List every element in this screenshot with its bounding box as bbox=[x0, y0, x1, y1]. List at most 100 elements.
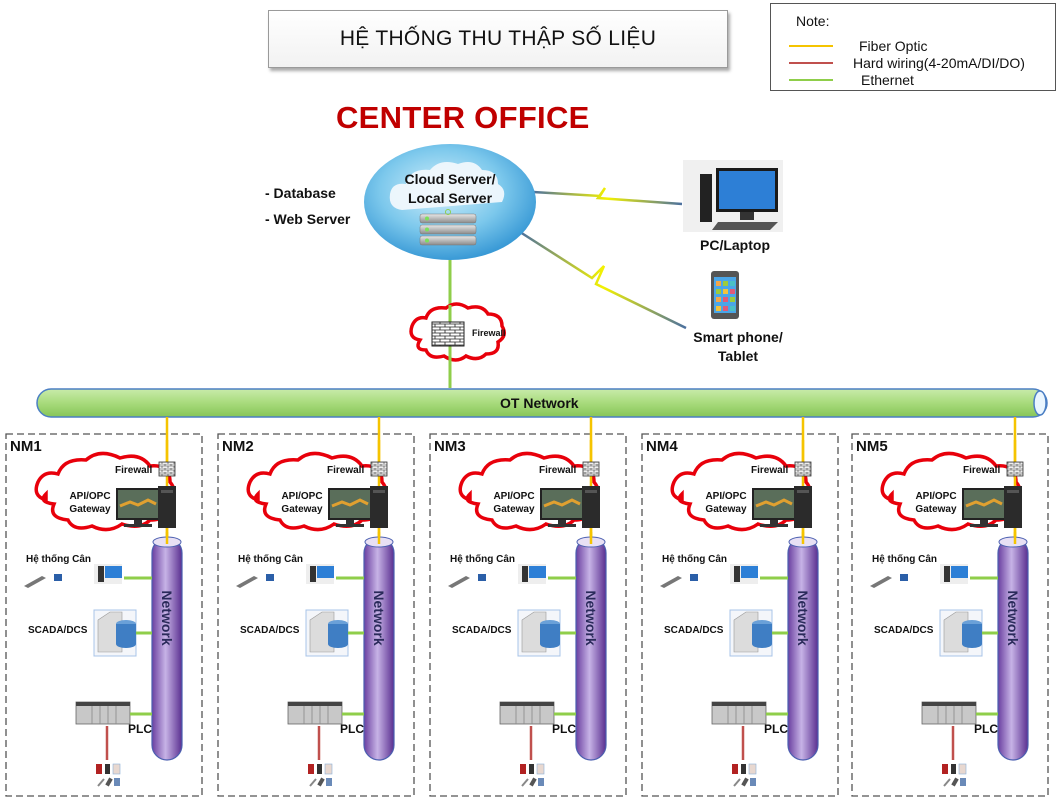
scale-indicator-icon bbox=[690, 574, 698, 581]
network-pipe-label: Network bbox=[371, 590, 387, 646]
smartphone-label-line2: Tablet bbox=[717, 348, 759, 364]
network-pipe bbox=[997, 537, 1029, 761]
plant-boundary bbox=[851, 433, 1049, 797]
gateway-tower-icon bbox=[582, 486, 600, 528]
scada-label: SCADA/DCS bbox=[28, 625, 88, 636]
gateway-label-line2: Gateway bbox=[281, 504, 323, 515]
field-sensor-icon bbox=[741, 777, 749, 787]
legend-label: Ethernet bbox=[861, 72, 914, 88]
ethernet-line-swatch bbox=[789, 79, 833, 81]
field-sensor-icon bbox=[324, 763, 333, 775]
plant-block-nm1 bbox=[5, 417, 203, 797]
plant-firewall-label: Firewall bbox=[327, 465, 365, 476]
field-sensor-icon bbox=[951, 764, 956, 774]
firewall-icon bbox=[431, 321, 465, 347]
field-sensor-icon bbox=[958, 763, 967, 775]
legend-title: Note: bbox=[796, 13, 830, 29]
ot-network-label: OT Network bbox=[500, 395, 579, 411]
plant-block-nm5 bbox=[851, 417, 1049, 797]
plant-name: NM5 bbox=[856, 438, 888, 455]
plc-label: PLC bbox=[340, 722, 364, 736]
wireless-link-phone bbox=[519, 230, 687, 330]
scada-label: SCADA/DCS bbox=[874, 625, 934, 636]
scale-indicator-icon bbox=[900, 574, 908, 581]
smartphone-label-line1: Smart phone/ bbox=[693, 329, 783, 345]
cloud-server-node bbox=[364, 144, 536, 260]
network-pipe bbox=[787, 537, 819, 761]
legend-label: Hard wiring(4-20mA/DI/DO) bbox=[853, 55, 1025, 71]
scale-indicator-icon bbox=[478, 574, 486, 581]
gateway-label-line2: Gateway bbox=[705, 504, 747, 515]
scale-system-label: Hệ thống Cân bbox=[450, 554, 515, 565]
field-sensor-icon bbox=[538, 778, 544, 786]
firewall-icon bbox=[1006, 461, 1024, 477]
weighbridge-icon bbox=[870, 576, 892, 588]
cloud-server-label: Cloud Server/ Local Server bbox=[404, 170, 496, 208]
gateway-tower-icon bbox=[1004, 486, 1022, 528]
wireless-link-pc bbox=[532, 187, 683, 206]
field-sensor-icon bbox=[317, 764, 322, 774]
weighbridge-icon bbox=[24, 576, 46, 588]
service-web-server: - Web Server bbox=[265, 211, 351, 227]
field-sensor-icon bbox=[951, 777, 959, 787]
plant-boundary bbox=[5, 433, 203, 797]
plc-label: PLC bbox=[764, 722, 788, 736]
field-sensor-icon bbox=[112, 763, 121, 775]
gateway-tower-icon bbox=[370, 486, 388, 528]
field-sensor-icon bbox=[960, 778, 966, 786]
legend-box: Note: Fiber Optic Hard wiring(4-20mA/DI/… bbox=[770, 3, 1056, 91]
server-rack-icon bbox=[419, 209, 477, 246]
legend-item-ethernet: Ethernet bbox=[789, 72, 914, 88]
plc-label: PLC bbox=[552, 722, 576, 736]
smartphone-label: Smart phone/ Tablet bbox=[688, 328, 788, 366]
hardwiring-line-swatch bbox=[789, 62, 833, 64]
network-pipe-label: Network bbox=[795, 590, 811, 646]
legend-item-hardwiring: Hard wiring(4-20mA/DI/DO) bbox=[789, 55, 1025, 71]
plant-firewall-label: Firewall bbox=[115, 465, 153, 476]
field-sensor-icon bbox=[105, 777, 113, 787]
weighbridge-icon bbox=[660, 576, 682, 588]
network-pipe-label: Network bbox=[583, 590, 599, 646]
gateway-label: API/OPC Gateway bbox=[280, 490, 324, 516]
plant-block-nm4 bbox=[641, 417, 839, 797]
plant-block-nm2 bbox=[217, 417, 415, 797]
field-sensor-icon bbox=[732, 764, 738, 774]
plant-block-nm3 bbox=[429, 417, 627, 797]
scada-label: SCADA/DCS bbox=[664, 625, 724, 636]
scada-label: SCADA/DCS bbox=[452, 625, 512, 636]
scada-label: SCADA/DCS bbox=[240, 625, 300, 636]
field-sensor-icon bbox=[536, 763, 545, 775]
legend-label: Fiber Optic bbox=[859, 38, 928, 54]
field-sensor-icon bbox=[317, 777, 325, 787]
gateway-label-line1: API/OPC bbox=[705, 491, 747, 502]
field-sensor-icon bbox=[943, 778, 951, 787]
center-firewall-label: Firewall bbox=[472, 328, 506, 338]
diagram-title-text: HỆ THỐNG THU THẬP SỐ LIỆU bbox=[339, 27, 657, 50]
gateway-tower-icon bbox=[794, 486, 812, 528]
field-sensor-icon bbox=[748, 763, 757, 775]
plant-firewall-label: Firewall bbox=[963, 465, 1001, 476]
gateway-label: API/OPC Gateway bbox=[704, 490, 748, 516]
plant-firewall-label: Firewall bbox=[751, 465, 789, 476]
scale-indicator-icon bbox=[54, 574, 62, 581]
scale-system-label: Hệ thống Cân bbox=[238, 554, 303, 565]
network-pipe-label: Network bbox=[1005, 590, 1021, 646]
field-sensor-icon bbox=[741, 764, 746, 774]
gateway-label-line1: API/OPC bbox=[281, 491, 323, 502]
field-sensor-icon bbox=[326, 778, 332, 786]
firewall-icon bbox=[158, 461, 176, 477]
gateway-label-line1: API/OPC bbox=[915, 491, 957, 502]
cloud-server-label-line2: Local Server bbox=[407, 190, 493, 206]
field-sensor-icon bbox=[529, 777, 537, 787]
gateway-label-line2: Gateway bbox=[493, 504, 535, 515]
plant-firewall-label: Firewall bbox=[539, 465, 577, 476]
field-sensor-icon bbox=[733, 778, 741, 787]
plant-name: NM1 bbox=[10, 438, 42, 455]
plant-name: NM4 bbox=[646, 438, 678, 455]
field-sensor-icon bbox=[97, 778, 105, 787]
center-firewall-node bbox=[409, 302, 506, 370]
scale-indicator-icon bbox=[266, 574, 274, 581]
legend-item-fiber: Fiber Optic bbox=[789, 38, 927, 54]
